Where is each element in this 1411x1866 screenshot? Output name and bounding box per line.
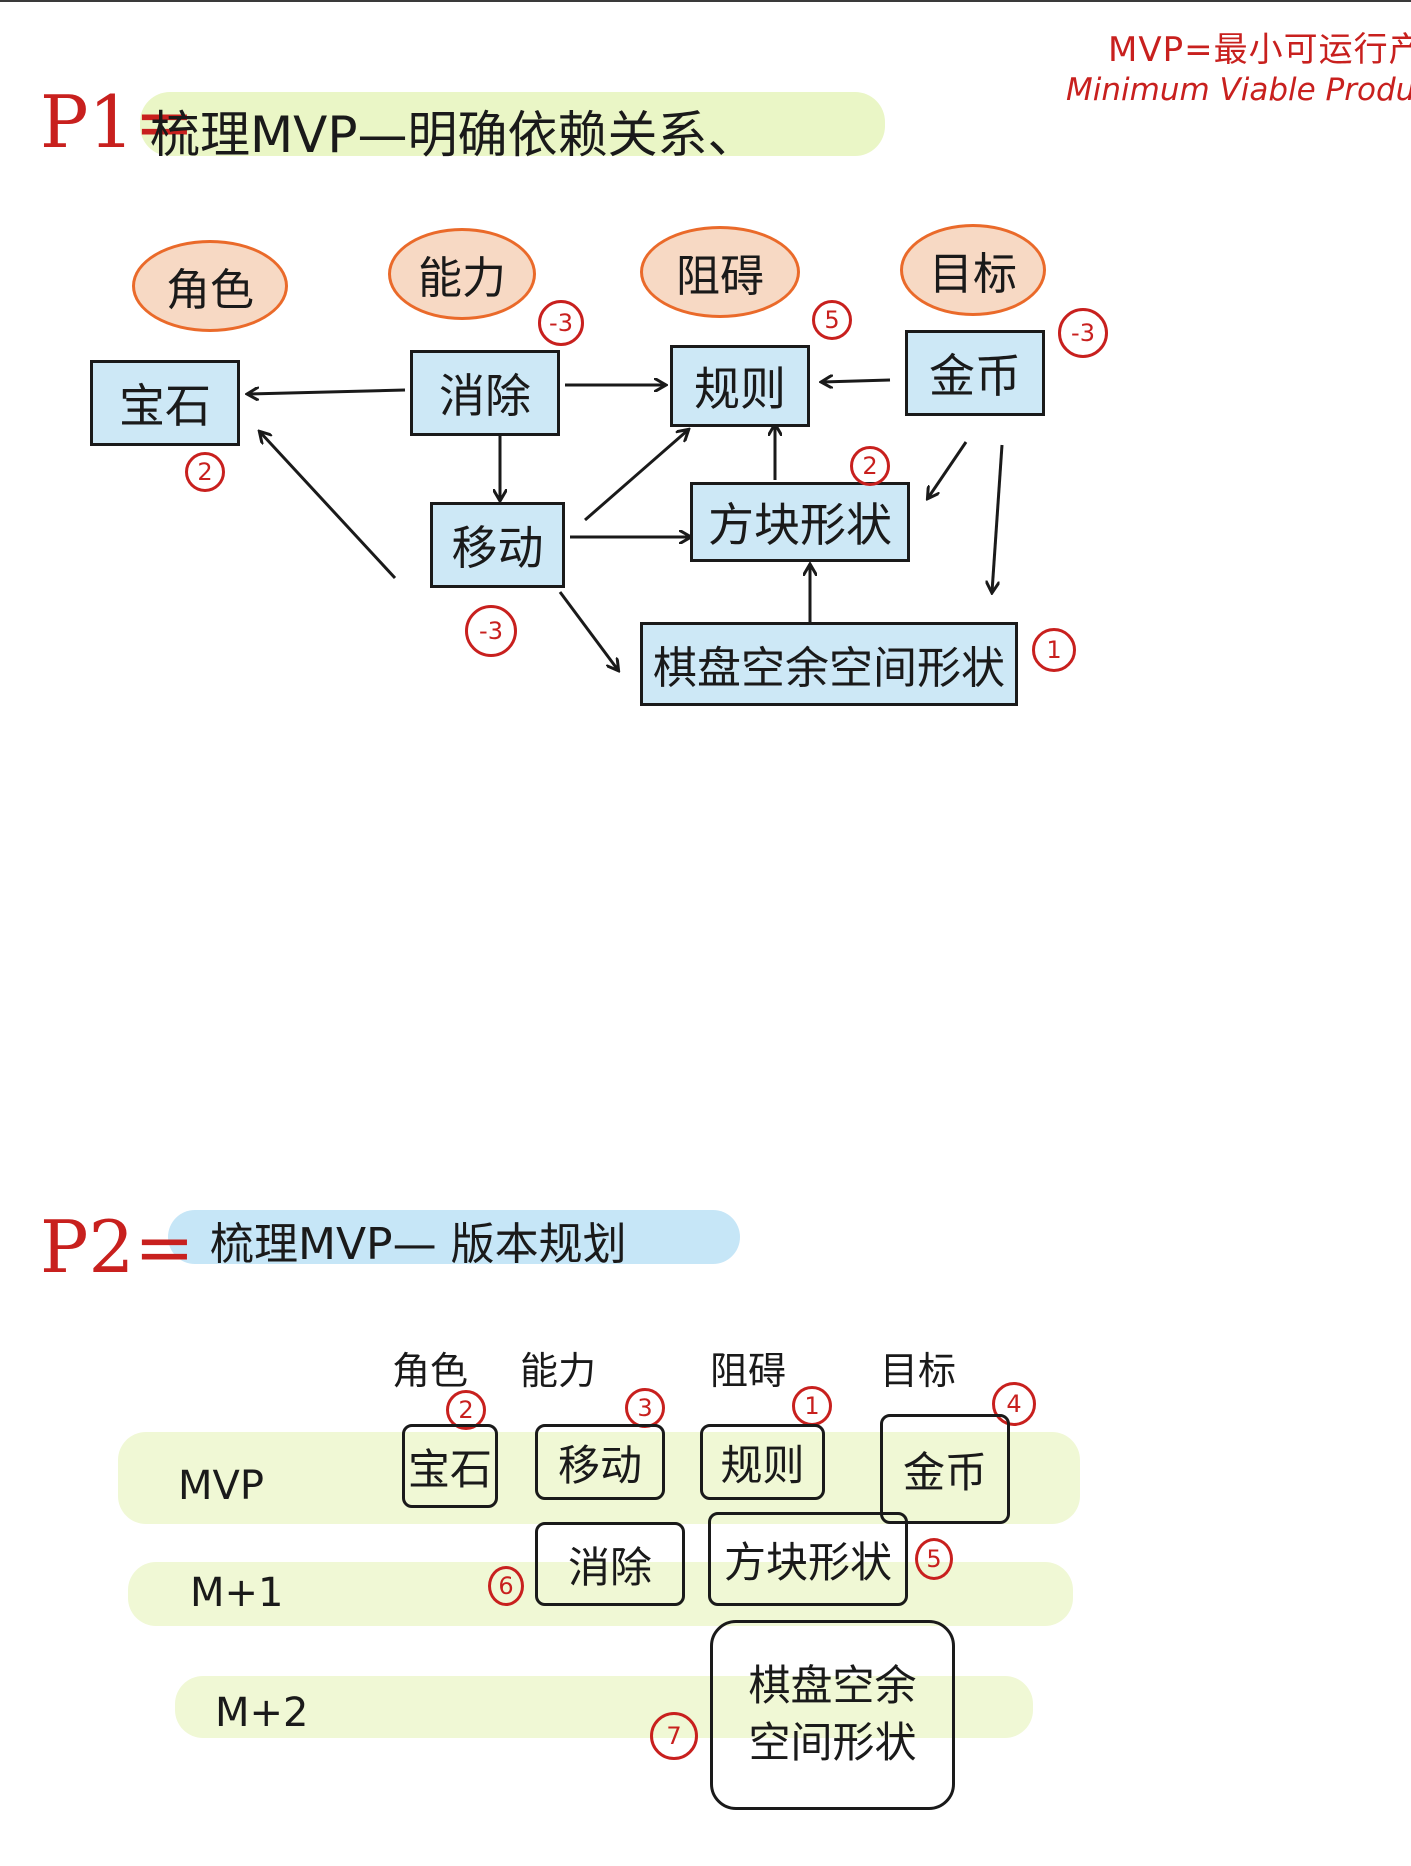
badge-m1-eliminate: 6 <box>488 1566 524 1606</box>
badge-move: -3 <box>465 605 517 657</box>
cell-mvp-rule: 规则 <box>700 1424 825 1500</box>
badge-col-goal: 4 <box>992 1382 1036 1426</box>
node-coin: 金币 <box>905 330 1045 416</box>
arrow-eliminate-to-gem <box>248 390 406 394</box>
node-eliminate: 消除 <box>410 350 560 436</box>
row-label-mvp: MVP <box>178 1463 264 1509</box>
category-obstacle: 阻碍 <box>640 226 800 318</box>
top-border <box>0 0 1411 2</box>
cell-m2-board-space: 棋盘空余 空间形状 <box>710 1620 955 1810</box>
row-band-mvp <box>118 1432 1080 1524</box>
badge-coin: -3 <box>1058 308 1108 358</box>
p1-highlight <box>140 92 885 156</box>
badge-col-role: 2 <box>446 1390 486 1430</box>
cell-mvp-coin: 金币 <box>880 1414 1010 1524</box>
node-block-shape: 方块形状 <box>690 482 910 562</box>
arrow-coin-to-board <box>992 444 1004 592</box>
cell-mvp-gem: 宝石 <box>402 1424 498 1508</box>
cell-m1-eliminate: 消除 <box>535 1522 685 1606</box>
p2-label: P2= <box>40 1205 195 1289</box>
row-band-m2 <box>175 1676 1033 1738</box>
p2-highlight <box>168 1210 740 1264</box>
badge-col-ability: 3 <box>625 1388 665 1428</box>
badge-board-space: 1 <box>1032 628 1076 672</box>
badge-m1-block-shape: 5 <box>915 1538 953 1580</box>
row-label-m1: M+1 <box>190 1570 284 1616</box>
node-rule: 规则 <box>670 345 810 427</box>
p1-label: P1= <box>40 80 195 164</box>
arrow-coin-to-rule <box>822 380 891 382</box>
arrow-move-to-gem <box>260 432 397 580</box>
arrow-coin-to-block <box>928 441 968 498</box>
cell-m1-block-shape: 方块形状 <box>708 1512 908 1606</box>
arrow-move-to-board <box>558 591 618 670</box>
column-ability: 能力 <box>520 1349 597 1393</box>
cell-m2-line2: 空间形状 <box>748 1718 917 1767</box>
badge-col-obstacle: 1 <box>792 1386 832 1426</box>
category-ability: 能力 <box>388 228 536 320</box>
node-move: 移动 <box>430 502 565 588</box>
mvp-definition: MVP=最小可运行产品 <box>1108 30 1411 70</box>
category-goal: 目标 <box>900 224 1046 316</box>
p2-title: 梳理MVP— 版本规划 <box>210 1219 627 1270</box>
badge-gem: 2 <box>185 452 225 492</box>
column-goal: 目标 <box>880 1349 957 1393</box>
badge-m2: 7 <box>650 1712 698 1760</box>
arrow-move-to-rule <box>584 430 688 522</box>
cell-m2-line1: 棋盘空余 <box>748 1661 917 1711</box>
badge-rule: 5 <box>812 300 852 340</box>
row-label-m2: M+2 <box>215 1690 309 1736</box>
category-role: 角色 <box>132 240 288 332</box>
badge-block-shape: 2 <box>850 446 890 486</box>
badge-eliminate: -3 <box>538 300 584 346</box>
node-board-space: 棋盘空余空间形状 <box>640 622 1018 706</box>
row-band-m1 <box>128 1562 1073 1626</box>
cell-mvp-move: 移动 <box>535 1424 665 1500</box>
column-obstacle: 阻碍 <box>710 1349 787 1393</box>
node-gem: 宝石 <box>90 360 240 446</box>
mvp-english: Minimum Viable Product <box>1066 72 1411 108</box>
p1-title: 梳理MVP—明确依赖关系、 <box>150 106 758 164</box>
column-role: 角色 <box>392 1349 469 1393</box>
